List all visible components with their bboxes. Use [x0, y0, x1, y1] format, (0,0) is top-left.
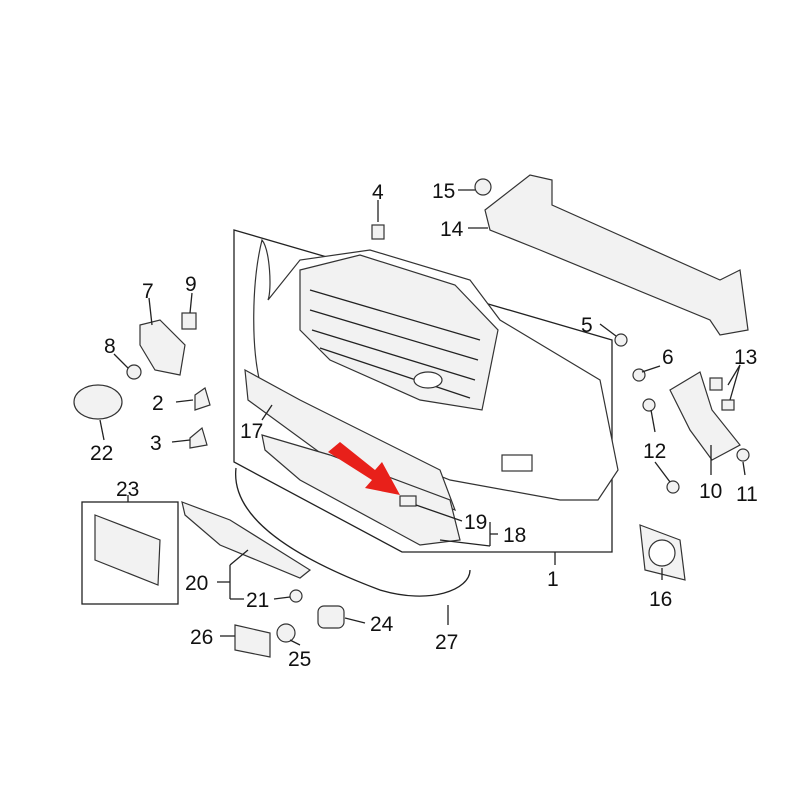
callout-9: 9 — [185, 273, 197, 296]
deflector-20 — [181, 501, 312, 579]
callout-6: 6 — [662, 346, 674, 369]
callout-27: 27 — [435, 631, 458, 654]
callout-12: 12 — [643, 440, 666, 463]
callout-5: 5 — [581, 314, 593, 337]
callout-2: 2 — [152, 392, 164, 415]
callout-22: 22 — [90, 442, 113, 465]
callout-3: 3 — [150, 432, 162, 455]
callout-23: 23 — [116, 478, 139, 501]
callout-11: 11 — [736, 483, 758, 506]
fog-lamp-opening — [501, 454, 533, 472]
callout-21: 21 — [246, 589, 269, 612]
push-pin-3 — [189, 426, 208, 449]
callout-13: 13 — [734, 346, 757, 369]
bumper-reinforcement — [484, 174, 749, 336]
callout-19: 19 — [464, 511, 487, 534]
bolt-12b — [666, 480, 680, 494]
plate-box-23 — [81, 501, 179, 605]
push-pin-2 — [194, 387, 211, 411]
clip-9 — [181, 312, 197, 330]
clip-13b — [721, 399, 735, 411]
fog-bezel-opening — [648, 539, 676, 567]
clip-4 — [371, 224, 385, 240]
bolt-8 — [126, 364, 142, 380]
bolt-5 — [614, 333, 628, 347]
lower-grille — [244, 368, 457, 512]
bracket-19 — [399, 495, 417, 507]
callout-10: 10 — [699, 480, 722, 503]
callout-20: 20 — [185, 572, 208, 595]
bracket-7 — [139, 319, 186, 376]
parking-sensor-24 — [317, 605, 345, 629]
callout-4: 4 — [372, 181, 384, 204]
callout-7: 7 — [142, 280, 154, 303]
callout-16: 16 — [649, 588, 672, 611]
callout-17: 17 — [240, 420, 263, 443]
sensor-bezel-25 — [276, 623, 296, 643]
bolt-11 — [736, 448, 750, 462]
assembly-box — [233, 229, 613, 553]
wiring-harness-27 — [235, 467, 471, 597]
leader-lines — [99, 189, 746, 646]
callout-1: 1 — [547, 568, 559, 591]
highlight-arrow — [328, 442, 400, 495]
emblem-22 — [73, 384, 123, 420]
callout-25: 25 — [288, 648, 311, 671]
bolt-12 — [642, 398, 656, 412]
callout-18: 18 — [503, 524, 526, 547]
callout-24: 24 — [370, 613, 394, 636]
sensor-bracket-26 — [234, 624, 271, 658]
grille-slats — [309, 289, 481, 399]
callout-8: 8 — [104, 335, 116, 358]
clip-13a — [709, 377, 723, 391]
grille-badge — [413, 371, 443, 389]
callout-26: 26 — [190, 626, 213, 649]
nut-15 — [474, 178, 492, 196]
callout-14: 14 — [440, 218, 464, 241]
bracket-10 — [669, 371, 741, 461]
fastener-21 — [289, 589, 303, 603]
license-plate-bracket — [94, 514, 161, 586]
callout-15: 15 — [432, 180, 455, 203]
clip-6 — [632, 368, 646, 382]
